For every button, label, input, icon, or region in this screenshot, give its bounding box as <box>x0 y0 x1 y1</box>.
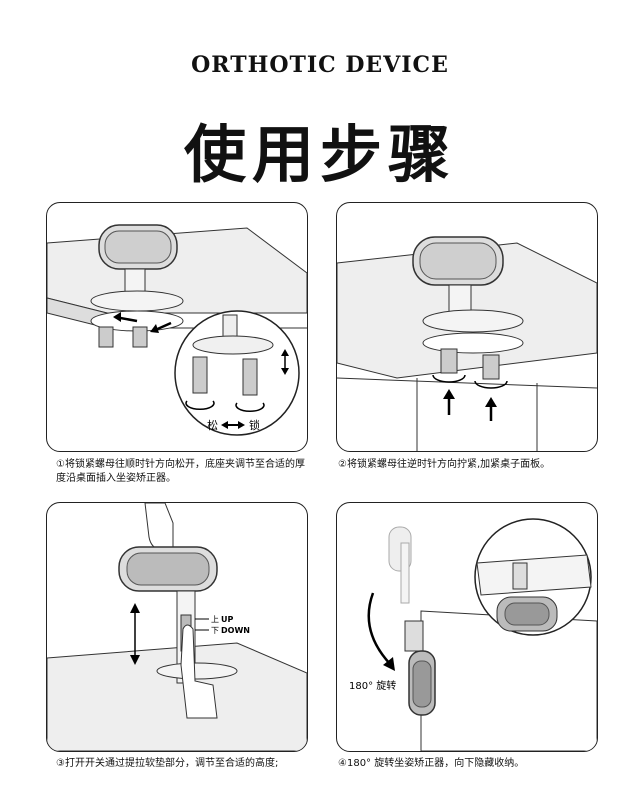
step-3-illustration: 上 UP 下 DOWN <box>46 502 308 752</box>
loosen-label: 松 <box>207 418 218 432</box>
step-4-caption: ④180° 旋转坐姿矫正器，向下隐藏收纳。 <box>338 758 525 769</box>
step-3-caption: ③打开开关通过提拉软垫部分，调节至合适的高度; <box>56 758 279 769</box>
lock-label: 锁 <box>249 418 260 432</box>
title-chinese: 使用步骤 <box>183 118 456 191</box>
rotate-label: 180° 旋转 <box>349 679 396 692</box>
step-2-caption: ②将锁紧螺母往逆时针方向拧紧,加紧桌子面板。 <box>338 459 551 470</box>
step-2-illustration <box>336 202 598 452</box>
up-cn-label: 上 <box>211 615 219 624</box>
step-1-illustration: 松 锁 <box>46 202 308 452</box>
up-en-label: UP <box>221 615 233 624</box>
title-english: ORTHOTIC DEVICE <box>191 52 449 78</box>
step-4-illustration: 180° 旋转 <box>336 502 598 752</box>
down-en-label: DOWN <box>221 626 250 635</box>
down-cn-label: 下 <box>211 626 219 635</box>
step-1-caption: ①将锁紧螺母往顺时针方向松开，底座夹调节至合适的厚度沿桌面插入坐姿矫正器。 <box>56 459 305 484</box>
